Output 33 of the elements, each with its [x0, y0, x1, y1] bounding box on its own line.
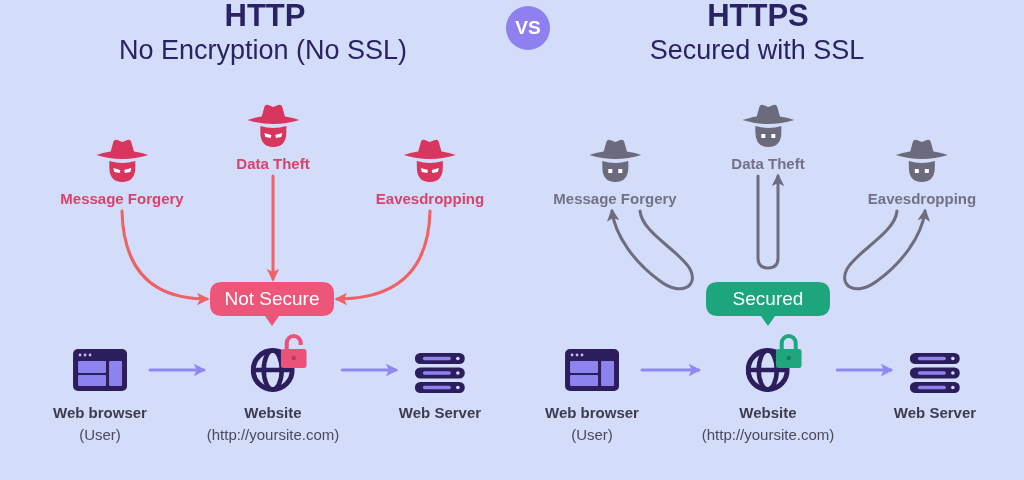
u-turn-arrow [843, 208, 930, 291]
node-label: Website [739, 404, 797, 422]
node-label: Web browser [545, 404, 639, 422]
node-label: Web Server [398, 404, 482, 422]
arrow [340, 363, 399, 377]
threat-label: Message Forgery [60, 190, 184, 208]
u-turn-arrow [607, 208, 694, 291]
node-sublabel: (User) [79, 426, 121, 444]
panel-heading: HTTPS [707, 0, 809, 34]
arrow [266, 174, 280, 282]
panel-subheading: No Encryption (No SSL) [118, 35, 408, 67]
panel-heading: HTTP [224, 0, 306, 34]
node-sublabel: (User) [571, 426, 613, 444]
node-label: Web Server [893, 404, 977, 422]
status-bubble: Not Secure [210, 282, 334, 326]
versus-badge: VS [506, 6, 550, 50]
threat-label: Data Theft [731, 155, 805, 173]
node-label: Web browser [53, 404, 147, 422]
panel-subheading: Secured with SSL [649, 35, 865, 67]
u-turn-arrow [756, 173, 785, 270]
threat-label: Eavesdropping [867, 190, 977, 208]
arrow [148, 363, 207, 377]
node-sublabel: (http://yoursite.com) [701, 426, 835, 444]
node-sublabel: (http://yoursite.com) [206, 426, 340, 444]
arrow [120, 209, 210, 305]
node-label: Website [244, 404, 302, 422]
status-bubble: Secured [706, 282, 830, 326]
arrow [334, 209, 432, 305]
threat-label: Data Theft [236, 155, 310, 173]
arrow [640, 363, 702, 377]
threat-label: Message Forgery [553, 190, 677, 208]
threat-label: Eavesdropping [375, 190, 485, 208]
arrow [835, 363, 894, 377]
